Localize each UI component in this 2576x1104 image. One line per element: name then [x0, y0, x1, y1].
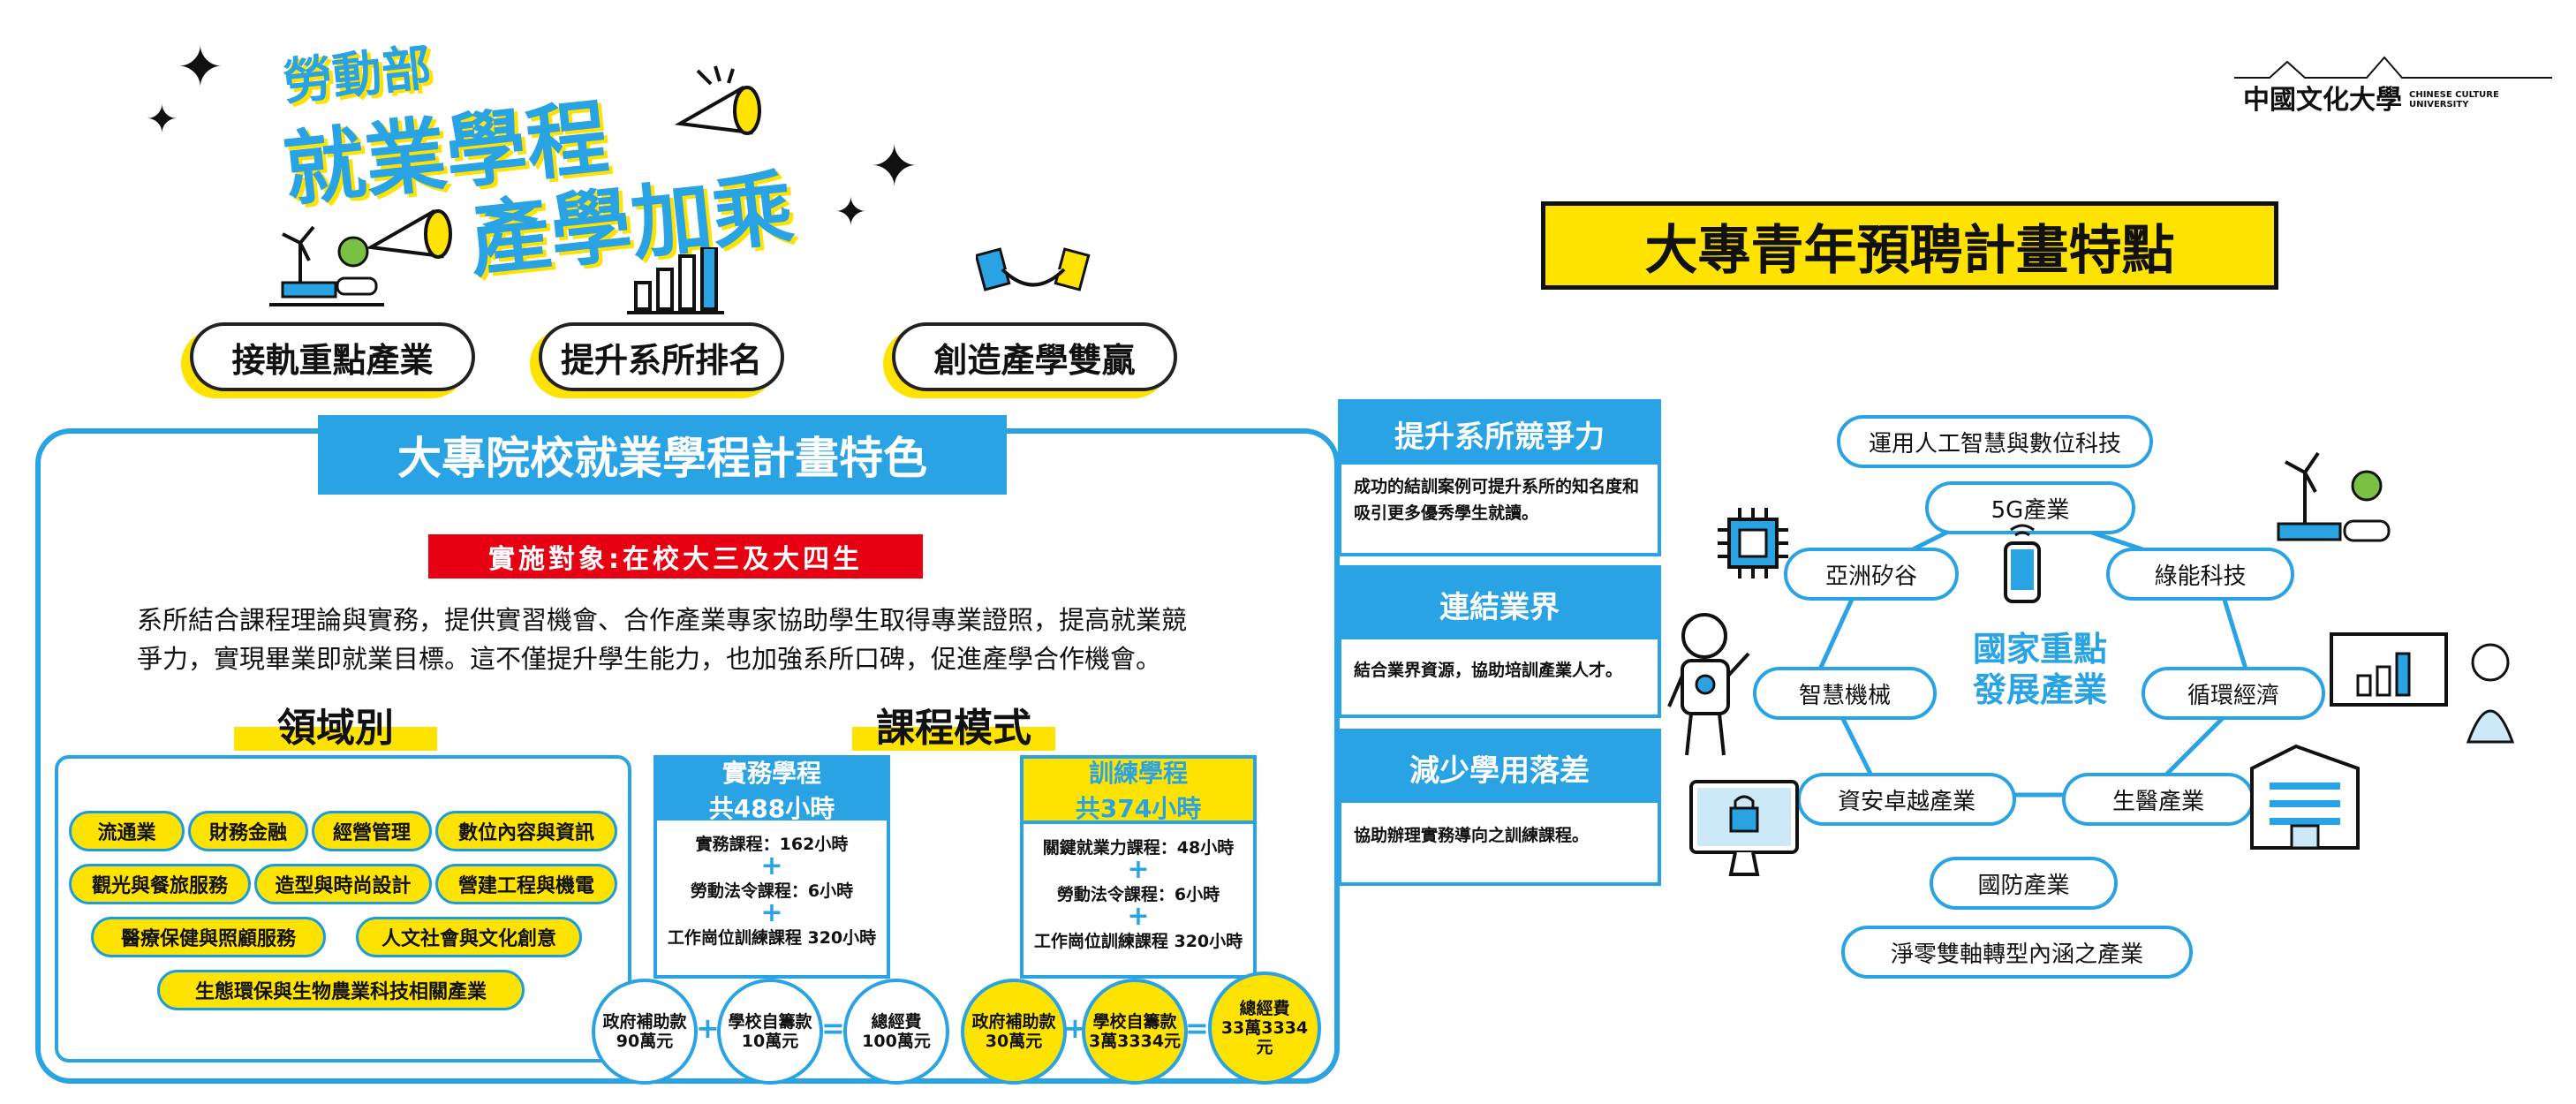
center-label: 國家重點 發展產業 [1972, 630, 2107, 709]
goal-industry-pill: 接軌重點產業 [190, 322, 475, 391]
program-description: 系所結合課程理論與實務，提供實習機會、合作產業專家協助學生取得專業證照，提高就業… [137, 601, 1241, 678]
course-title: 實務學程 [721, 759, 821, 788]
domain-chip: 生態環保與生物農業科技相關產業 [157, 970, 525, 1010]
megaphone-icon [365, 208, 452, 259]
handshake-icon [976, 247, 1091, 291]
course-title: 訓練學程 [1088, 759, 1188, 788]
megaphone-icon [674, 65, 761, 135]
industry-node: 資安卓越產業 [1797, 773, 2016, 826]
feature-card: 提升系所競爭力 成功的結訓案例可提升系所的知名度和吸引更多優秀學生就讀。 [1338, 399, 1661, 556]
description-line: 系所結合課程理論與實務，提供實習機會、合作產業專家協助學生取得專業證照，提高就業… [137, 605, 1188, 635]
total-fund-circle: 總經費 33萬3334 元 [1208, 972, 1321, 1085]
sparkle-icon: ✦ [177, 35, 224, 101]
course-item: 勞動法令課程：6小時 [690, 881, 854, 901]
course-item: 勞動法令課程：6小時 [1056, 885, 1220, 904]
feature-card: 連結業界 結合業界資源，協助培訓產業人才。 [1338, 565, 1661, 718]
feature-body: 協助辦理實務導向之訓練課程。 [1354, 826, 1590, 845]
logo-subtext: CHINESE CULTURE UNIVERSITY [2409, 90, 2499, 110]
course-hours: 共488小時 [708, 794, 835, 823]
domain-chip: 數位內容與資訊 [435, 811, 617, 851]
features-banner: 大專院校就業學程計畫特色 [318, 415, 1007, 495]
industry-node: 國防產業 [1930, 857, 2118, 910]
sparkle-icon: ✦ [835, 190, 867, 235]
course-item: 實務課程：162小時 [695, 835, 849, 854]
training-course-box: 訓練學程 共374小時 關鍵就業力課程：48小時 + 勞動法令課程：6小時 + … [1020, 755, 1257, 979]
industry-node: 淨零雙軸轉型內涵之產業 [1841, 926, 2193, 979]
presenter-chart-icon [2330, 632, 2515, 744]
feature-card: 減少學用落差 協助辦理實務導向之訓練課程。 [1338, 729, 1661, 886]
plus-icon: + [760, 851, 783, 881]
green-energy-icon [2277, 451, 2391, 542]
building-icon [2234, 56, 2552, 79]
industry-node: 5G產業 [1925, 481, 2135, 534]
course-mode-heading: 課程模式 [852, 698, 1055, 751]
bar-chart-icon [627, 247, 724, 314]
course-hours: 共374小時 [1075, 794, 1202, 823]
domains-box [55, 755, 631, 1062]
target-audience-tag: 實施對象:在校大三及大四生 [428, 534, 923, 578]
plus-icon: + [1127, 901, 1150, 932]
goal-win-win-pill: 創造產學雙贏 [892, 322, 1177, 391]
domains-heading: 領域別 [234, 698, 437, 751]
phone-icon [2004, 524, 2041, 603]
school-fund-circle: 學校自籌款 3萬3334元 [1082, 979, 1188, 1085]
industry-node: 亞洲矽谷 [1784, 548, 1959, 601]
equals-icon: = [821, 1011, 845, 1045]
course-item: 工作崗位訓練課程 320小時 [667, 928, 877, 948]
total-fund-circle: 總經費 100萬元 [843, 979, 949, 1085]
industry-node: 智慧機械 [1753, 667, 1937, 720]
industry-node: 綠能科技 [2106, 548, 2294, 601]
plus-icon: + [696, 1011, 720, 1045]
course-item: 關鍵就業力課程：48小時 [1042, 838, 1235, 858]
domain-chip: 觀光與餐旅服務 [69, 864, 251, 904]
plus-icon: + [1127, 854, 1150, 885]
green-energy-icon [269, 225, 384, 306]
feature-title: 減少學用落差 [1341, 732, 1658, 803]
hospital-building-icon [2250, 744, 2360, 850]
security-monitor-icon [1689, 780, 1799, 876]
feature-body: 結合業界資源，協助培訓產業人才。 [1354, 661, 1623, 680]
domain-chip: 醫療保健與照顧服務 [91, 917, 326, 957]
robot-icon [1667, 613, 1750, 756]
domain-chip: 流通業 [69, 811, 185, 851]
domain-chip: 經營管理 [312, 811, 432, 851]
industry-node: 生醫產業 [2062, 773, 2255, 826]
logo-text: 中國文化大學 [2243, 85, 2402, 116]
gov-subsidy-circle: 政府補助款 90萬元 [592, 979, 698, 1085]
course-item: 工作崗位訓練課程 320小時 [1033, 932, 1243, 951]
gov-subsidy-circle: 政府補助款 30萬元 [961, 979, 1067, 1085]
domain-chip: 財務金融 [188, 811, 308, 851]
plus-icon: + [760, 897, 783, 928]
goal-ranking-pill: 提升系所排名 [539, 322, 784, 391]
university-logo: 中國文化大學 CHINESE CULTURE UNIVERSITY [2234, 53, 2552, 116]
feature-body: 成功的結訓案例可提升系所的知名度和吸引更多優秀學生就讀。 [1354, 477, 1640, 523]
domain-chip: 營建工程與機電 [435, 864, 617, 904]
sparkle-icon: ✦ [146, 97, 178, 142]
equals-icon: = [1185, 1011, 1209, 1045]
domain-chip: 造型與時尚設計 [254, 864, 432, 904]
description-line: 爭力，實現畢業即就業目標。這不僅提升學生能力，也加強系所口碑，促進產學合作機會。 [137, 644, 1162, 674]
practical-course-box: 實務學程 共488小時 實務課程：162小時 + 勞動法令課程：6小時 + 工作… [653, 755, 890, 979]
preemployment-title: 大專青年預聘計畫特點 [1541, 201, 2278, 290]
industry-node: 運用人工智慧與數位科技 [1837, 415, 2153, 468]
chip-icon [1718, 508, 1788, 578]
sparkle-icon: ✦ [870, 132, 919, 200]
feature-title: 提升系所競爭力 [1341, 403, 1658, 465]
domain-chip: 人文社會與文化創意 [356, 917, 582, 957]
industry-node: 循環經濟 [2142, 667, 2325, 720]
feature-title: 連結業界 [1341, 569, 1658, 639]
school-fund-circle: 學校自籌款 10萬元 [717, 979, 823, 1085]
